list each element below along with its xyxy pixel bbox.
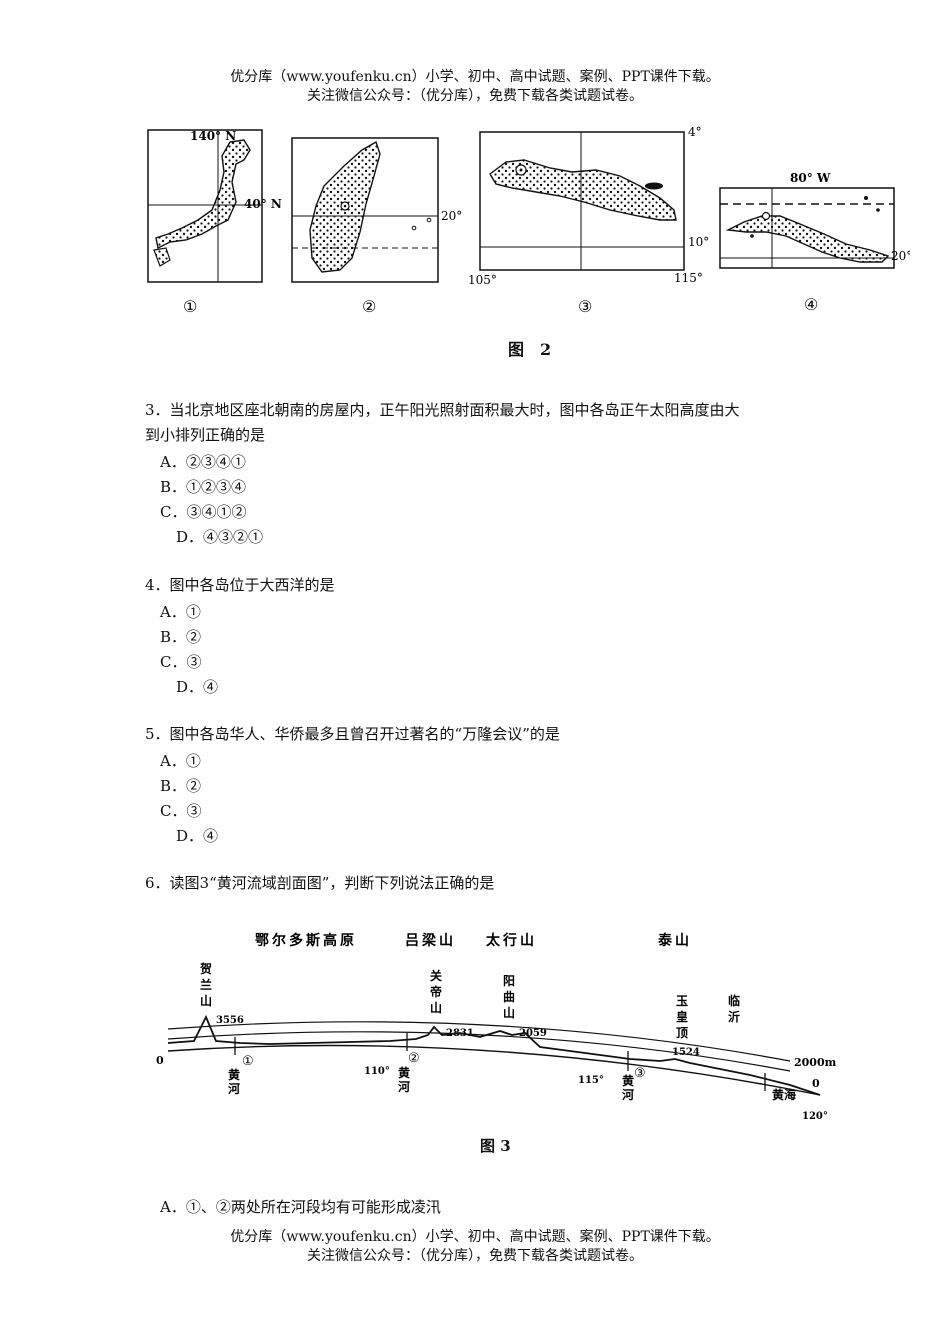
marker-1: ① [242,1054,254,1069]
river-3-char-2: 河 [621,1087,634,1102]
guandi-char-3: 山 [430,1000,442,1015]
question-4-option-a: A．① [160,603,201,621]
question-4-option-c: C．③ [160,653,202,671]
map3-lon-right-label: 115° [674,271,703,285]
river-1-char-1: 黄 [228,1067,240,1082]
lon-115: 115° [578,1075,604,1086]
question-3-option-d: D．④③②① [176,528,264,546]
question-6-stem: 6．读图3“黄河流域剖面图”，判断下列说法正确的是 [145,874,495,892]
yangqu-char-1: 阳 [503,973,515,988]
curve-2000m [167,1021,791,1062]
question-6-option-a: A．①、②两处所在河段均有可能形成凌汛 [160,1198,441,1216]
helan-height: 3556 [216,1015,244,1026]
map-cuba [719,187,895,269]
question-4-option-d: D．④ [176,678,219,696]
yuhuang-char-3: 顶 [676,1026,688,1040]
footer-line-2: 关注微信公众号：（优分库），免费下载各类试题试卷。 [307,1248,643,1264]
map2-lat-label: 20° [441,209,462,223]
yangqu-char-2: 曲 [503,989,515,1004]
map3-top-label: 4° [688,125,702,139]
map4-lat-label: 20° [891,249,910,263]
guandi-char-1: 关 [430,968,442,983]
guandi-char-2: 帝 [430,984,442,999]
footer-line-1: 优分库（www.youfenku.cn）小学、初中、高中试题、案例、PPT课件下… [230,1229,720,1245]
region-taihang: 太行山 [486,932,537,949]
yuhuang-char-1: 玉 [676,994,688,1008]
region-lvliang: 吕梁山 [405,932,456,949]
river-1-char-2: 河 [227,1081,240,1096]
question-3-option-b: B．①②③④ [160,478,247,496]
question-4-stem: 4．图中各岛位于大西洋的是 [145,576,335,594]
river-2-char-1: 黄 [398,1065,410,1080]
question-5-option-d: D．④ [176,827,219,845]
map3-lat-label: 10° [688,235,709,249]
label-2000m: 2000m [794,1056,837,1069]
huanghai-label: 黄海 [772,1087,796,1102]
curve-sea-level [167,1044,821,1096]
map-java [479,131,685,271]
figure-2: 140° N 40° N ① 20° ② 4° 10° 105° 115° ③ [147,125,910,316]
linyi-char-1: 临 [728,993,740,1008]
question-3-stem-line-2: 到小排列正确的是 [145,426,266,444]
helan-char-2: 兰 [200,977,212,992]
question-5-option-c: C．③ [160,802,202,820]
yangqu-height: 2059 [519,1028,547,1039]
helan-char-3: 山 [200,993,212,1008]
region-taishan: 泰山 [657,932,692,949]
linyi-char-2: 沂 [728,1009,740,1024]
figure-3-caption: 图 3 [480,1137,511,1155]
question-5-option-b: B．② [160,777,202,795]
header-line-1: 优分库（www.youfenku.cn）小学、初中、高中试题、案例、PPT课件下… [230,69,720,85]
map-madagascar [291,137,439,283]
map4-number: ④ [804,295,818,314]
question-3-option-c: C．③④①② [160,503,247,521]
map1-lon-label: 140° N [190,129,236,143]
map2-number: ② [362,297,376,316]
map4-lon-label: 80° W [790,171,831,185]
figure-3-profile: 鄂尔多斯高原 吕梁山 太行山 泰山 贺 兰 山 3556 关 帝 山 2831 … [156,932,837,1122]
yangqu-char-3: 山 [503,1005,515,1020]
map-japan [147,129,263,283]
question-4-option-b: B．② [160,628,202,646]
map3-lon-left-label: 105° [468,273,497,287]
marker-2: ② [408,1051,420,1066]
marker-3: ③ [634,1066,646,1081]
yuhuang-char-2: 皇 [676,1009,688,1024]
helan-char-1: 贺 [199,961,212,976]
lon-110: 110° [364,1066,390,1077]
region-ordos: 鄂尔多斯高原 [255,932,357,949]
yuhuang-height: 1524 [672,1047,700,1058]
lon-120: 120° [802,1111,828,1122]
map1-lat-label: 40° N [244,197,282,211]
zero-right: 0 [812,1077,820,1090]
question-3-stem-line-1: 3．当北京地区座北朝南的房屋内，正午阳光照射面积最大时，图中各岛正午太阳高度由大 [145,401,740,419]
river-3-char-1: 黄 [622,1073,634,1088]
question-5-option-a: A．① [160,752,201,770]
river-2-char-2: 河 [397,1079,410,1094]
header-line-2: 关注微信公众号：（优分库），免费下载各类试题试卷。 [307,88,643,104]
question-5-stem: 5．图中各岛华人、华侨最多且曾召开过著名的“万隆会议”的是 [145,725,560,743]
terrain-profile [167,1014,821,1096]
map3-number: ③ [578,297,592,316]
map1-number: ① [183,297,197,316]
question-3-option-a: A．②③④① [160,453,246,471]
figure-2-caption: 图 2 [508,340,552,359]
zero-left: 0 [156,1054,164,1067]
